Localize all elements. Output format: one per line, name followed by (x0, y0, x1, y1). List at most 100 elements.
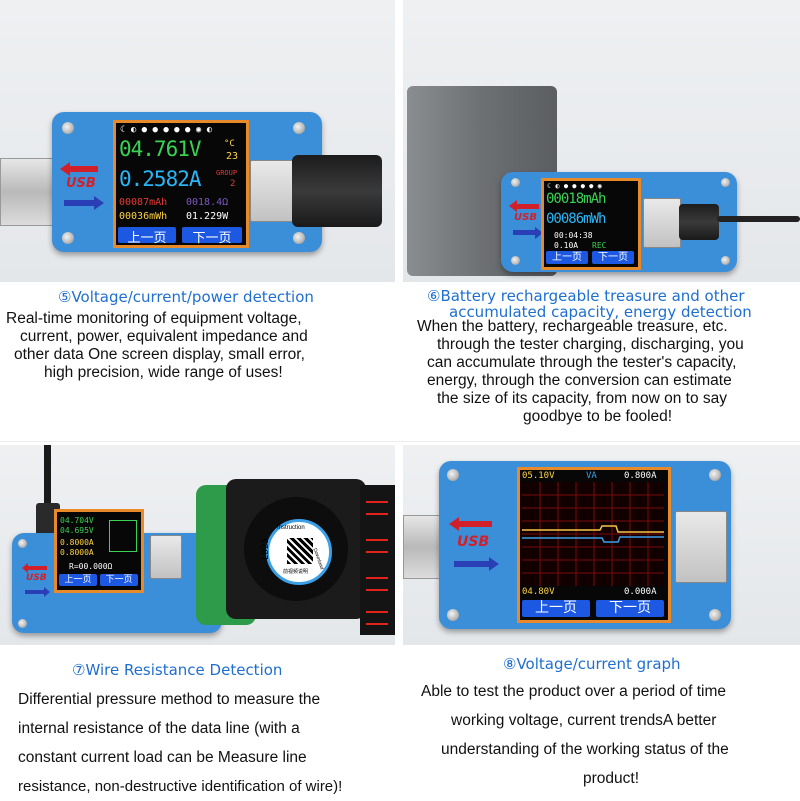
cable-connector (679, 204, 719, 240)
prev-page-button[interactable]: 上一页 (522, 600, 590, 617)
ohm-readout: 0018.4Ω (186, 197, 229, 208)
fan-model-label: LD25 (260, 538, 271, 560)
group-readout: 2 (230, 179, 236, 189)
fan-sticker-text-3: 前视频说明 (283, 569, 309, 575)
usb-logo: USB (66, 176, 96, 191)
caption-6-line-1: ⑥Battery rechargeable treasure and other (427, 287, 745, 305)
usb-port (675, 511, 727, 583)
description-line: resistance, non-destructive identificati… (18, 778, 343, 795)
panel-voltage-graph: USB 05.10V VA 0.800A 04.80V 0.000A (403, 445, 800, 800)
usb-arrows-icon: USB (449, 517, 499, 573)
lcd-screen: 05.10V VA 0.800A 04.80V 0.000A 上一页 下一页 (517, 467, 671, 623)
description-line: current, power, equivalent impedance and (20, 328, 308, 345)
qr-code-icon (287, 538, 313, 564)
description-line: understanding of the working status of t… (441, 741, 729, 758)
screw-icon (18, 619, 27, 628)
product-photo-4: USB 05.10V VA 0.800A 04.80V 0.000A (403, 445, 800, 645)
description-6: When the battery, rechargeable treasure,… (403, 318, 800, 426)
description-line: can accumulate through the tester's capa… (427, 354, 737, 371)
load-display (360, 485, 395, 635)
graph-vmax: 05.10V (522, 471, 555, 481)
description-line: Able to test the product over a period o… (421, 683, 727, 700)
description-line: energy, through the conversion can estim… (427, 372, 732, 389)
usb-arrows-icon: USB (60, 162, 104, 212)
status-bar: ☾ ◐ ● ● ● ● ◉ (547, 182, 602, 190)
description-line: When the battery, rechargeable treasure,… (417, 318, 728, 335)
graph-amin: 0.000A (624, 587, 657, 597)
description-7: Differential pressure method to measure … (0, 685, 395, 801)
panel-battery-capacity: USB ☾ ◐ ● ● ● ● ◉ 00018mAh 00086mWh 00:0… (403, 0, 800, 440)
screw-icon (511, 256, 520, 265)
next-page-button[interactable]: 下一页 (596, 600, 664, 617)
cable (44, 445, 51, 505)
usb-plug (403, 515, 445, 579)
current-readout: 0.2582A (119, 167, 202, 191)
panel-wire-resistance: USB 04.704V 04.695V 0.8000A 0.8000A R=00… (0, 445, 395, 800)
fan-sticker: LD25 Instruction Download 前视频说明 (261, 519, 332, 585)
screw-icon (447, 469, 459, 481)
product-photo-2: USB ☾ ◐ ● ● ● ● ◉ 00018mAh 00086mWh 00:0… (403, 0, 800, 282)
usb-logo: USB (514, 212, 537, 223)
voltage-1-readout: 04.704V (60, 516, 94, 525)
trend-graph (522, 482, 664, 586)
prev-page-button[interactable]: 上一页 (546, 251, 588, 264)
graph-vmin: 04.80V (522, 587, 555, 597)
voltage-trace (522, 525, 664, 533)
mah-readout: 00087mAh (119, 197, 168, 208)
cooling-fan: LD25 Instruction Download 前视频说明 (226, 479, 366, 619)
graph-unit: VA (586, 471, 597, 481)
voltage-readout: 04.761V (119, 137, 202, 161)
lcd-screen: ☾ ◐ ● ● ● ● ◉ 00018mAh 00086mWh 00:04:38… (541, 178, 641, 270)
screw-icon (62, 122, 74, 134)
description-line: other data One screen display, small err… (14, 346, 305, 363)
usb-port (643, 198, 681, 248)
screw-icon (709, 469, 721, 481)
screw-icon (721, 256, 730, 265)
cable-connector (292, 155, 382, 227)
group-label: GROUP (216, 169, 238, 177)
current-1-readout: 0.8000A (60, 538, 94, 547)
screw-icon (709, 609, 721, 621)
mah-readout: 00018mAh (546, 191, 606, 207)
screw-icon (511, 178, 520, 187)
next-page-button[interactable]: 下一页 (100, 574, 138, 586)
description-line: internal resistance of the data line (wi… (18, 720, 300, 737)
description-line: goodbye to be fooled! (523, 408, 673, 425)
description-8: Able to test the product over a period o… (403, 677, 800, 793)
watt-readout: 01.229W (186, 211, 229, 222)
current-2-readout: 0.8000A (60, 548, 94, 557)
fan-sticker-text-1: Instruction (277, 525, 305, 531)
caption-6-line-2: accumulated capacity, energy detection (449, 303, 752, 321)
divider (0, 441, 800, 442)
prev-page-button[interactable]: 上一页 (118, 227, 176, 246)
status-bar: ☾ ◐ ● ● ● ● ● ◉ ◐ (120, 125, 213, 135)
description-line: the size of its capacity, from now on to… (437, 390, 728, 407)
panel-voltage-current: USB ☾ ◐ ● ● ● ● ● ◉ ◐ 04.761V °C 23 0.25… (0, 0, 395, 440)
resistance-readout: R=00.000Ω (69, 562, 113, 571)
screw-icon (62, 232, 74, 244)
graph-amax: 0.800A (624, 471, 657, 481)
lcd-screen: ☾ ◐ ● ● ● ● ● ◉ ◐ 04.761V °C 23 0.2582A … (113, 120, 249, 248)
usb-logo: USB (26, 573, 47, 583)
description-5: Real-time monitoring of equipment voltag… (0, 310, 395, 382)
caption-5: ⑤Voltage/current/power detection (58, 288, 314, 306)
usb-arrows-icon: USB (509, 200, 543, 240)
screw-icon (18, 539, 27, 548)
mwh-readout: 00086mWh (546, 211, 606, 227)
next-page-button[interactable]: 下一页 (592, 251, 634, 264)
usb-logo: USB (457, 534, 490, 550)
prev-page-button[interactable]: 上一页 (59, 574, 97, 586)
temp-unit: °C (224, 139, 235, 149)
description-line: working voltage, current trendsA better (451, 712, 717, 729)
lcd-screen: 04.704V 04.695V 0.8000A 0.8000A R=00.000… (54, 509, 144, 593)
wire-diagram-icon (109, 520, 137, 552)
cable (717, 216, 800, 222)
current-readout: 0.10A (554, 241, 579, 250)
description-line: constant current load can be Measure lin… (18, 749, 307, 766)
time-readout: 00:04:38 (554, 231, 593, 240)
fan-sticker-text-2: Download (311, 547, 325, 571)
next-page-button[interactable]: 下一页 (182, 227, 242, 246)
voltage-2-readout: 04.695V (60, 526, 94, 535)
screw-icon (447, 609, 459, 621)
screw-icon (293, 122, 305, 134)
